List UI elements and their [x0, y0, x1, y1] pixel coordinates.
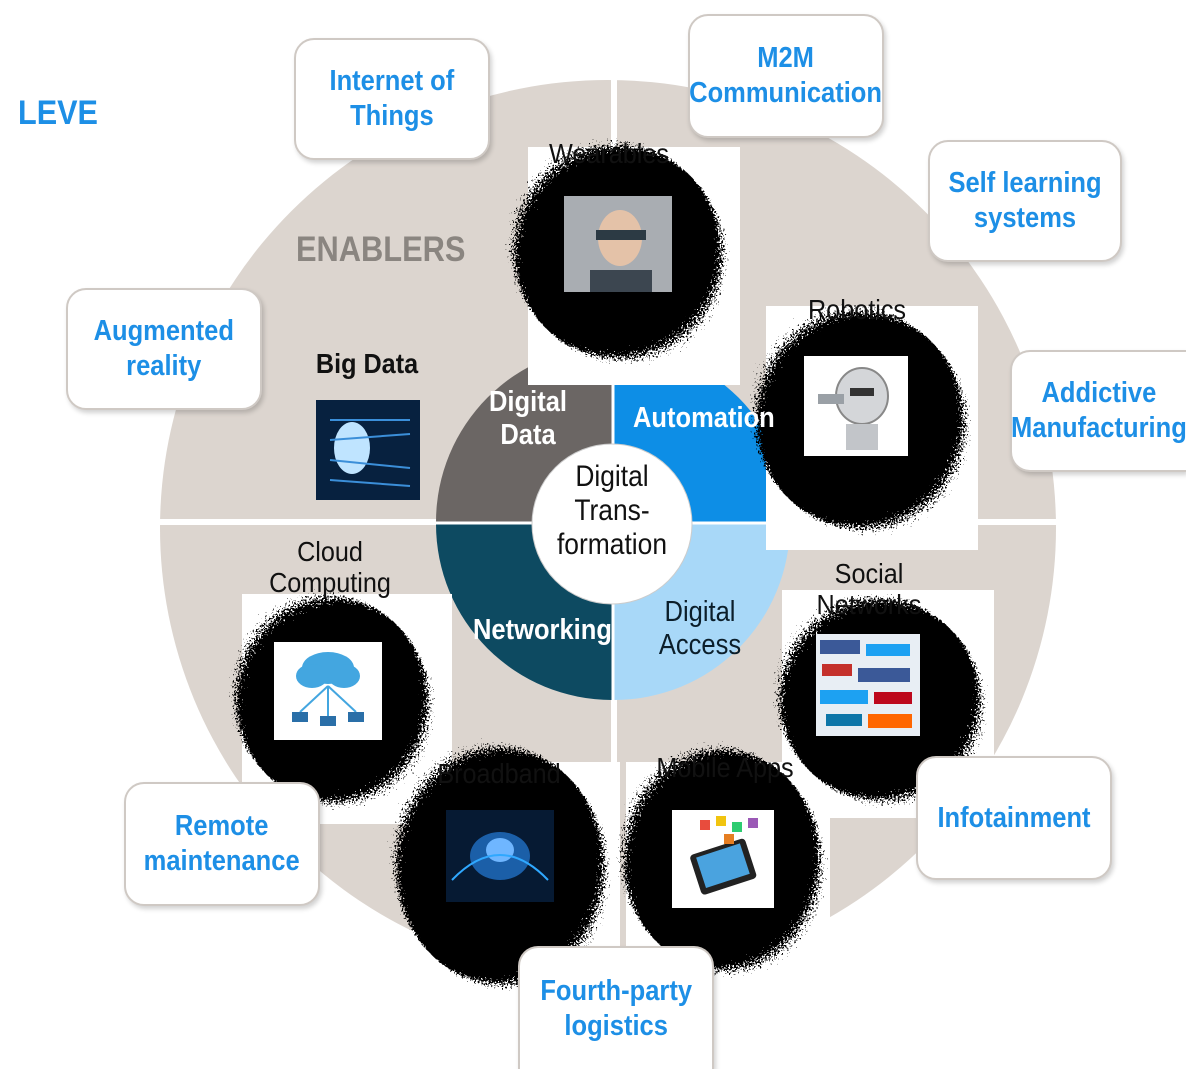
center-label: Digital Trans- formation — [556, 460, 668, 561]
corner-label: LEVE — [18, 94, 98, 132]
lever-label-iot: Internet of Things — [329, 65, 455, 132]
social-networks-image — [816, 634, 920, 736]
quadrant-label-automation: Automation — [633, 402, 775, 434]
lever-augmented-reality: Augmented reality — [66, 288, 262, 410]
enablers-label: ENABLERS — [296, 230, 466, 269]
lever-label-self-learning: Self learning systems — [948, 167, 1102, 234]
mobile-apps-image — [672, 810, 774, 908]
lever-m2m-communication: M2M Communication — [688, 14, 884, 138]
tile-label-big-data: Big Data — [315, 348, 419, 379]
lever-label-additive: Addictive Manufacturing — [1011, 377, 1186, 444]
quadrant-label-digital-access: Digital Access — [658, 596, 742, 661]
lever-fourth-party-logistics: Fourth-party logistics — [518, 946, 714, 1069]
lever-infotainment: Infotainment — [916, 756, 1112, 880]
lever-additive-manufacturing: Addictive Manufacturing — [1010, 350, 1186, 472]
lever-label-infotainment: Infotainment — [937, 801, 1091, 834]
tile-label-mobile-apps: Mobile Apps — [656, 752, 794, 783]
tile-label-robotics: Robotics — [807, 294, 907, 325]
lever-label-remote-maintenance: Remote maintenance — [143, 810, 301, 877]
quadrant-label-networking: Networking — [473, 614, 612, 646]
quadrant-label-digital-data: Digital Data — [489, 386, 567, 451]
lever-label-augmented-reality: Augmented reality — [93, 315, 235, 382]
tile-label-cloud-computing: Cloud Computing — [269, 536, 391, 599]
lever-internet-of-things: Internet of Things — [294, 38, 490, 160]
tile-label-social-networks: Social Networks — [816, 558, 922, 621]
lever-remote-maintenance: Remote maintenance — [124, 782, 320, 906]
robot-image — [804, 356, 908, 456]
lever-label-m2m: M2M Communication — [689, 42, 883, 109]
broadband-image — [446, 810, 554, 902]
tile-label-broadband: Broadband — [437, 758, 561, 789]
lever-label-fourth-party: Fourth-party logistics — [540, 974, 692, 1042]
center-circle — [531, 443, 693, 605]
lever-self-learning-systems: Self learning systems — [928, 140, 1122, 262]
tile-label-wearables: Wearables — [548, 138, 669, 169]
wearables-image — [564, 196, 672, 292]
big-data-image — [316, 400, 420, 500]
cloud-image — [274, 642, 382, 740]
